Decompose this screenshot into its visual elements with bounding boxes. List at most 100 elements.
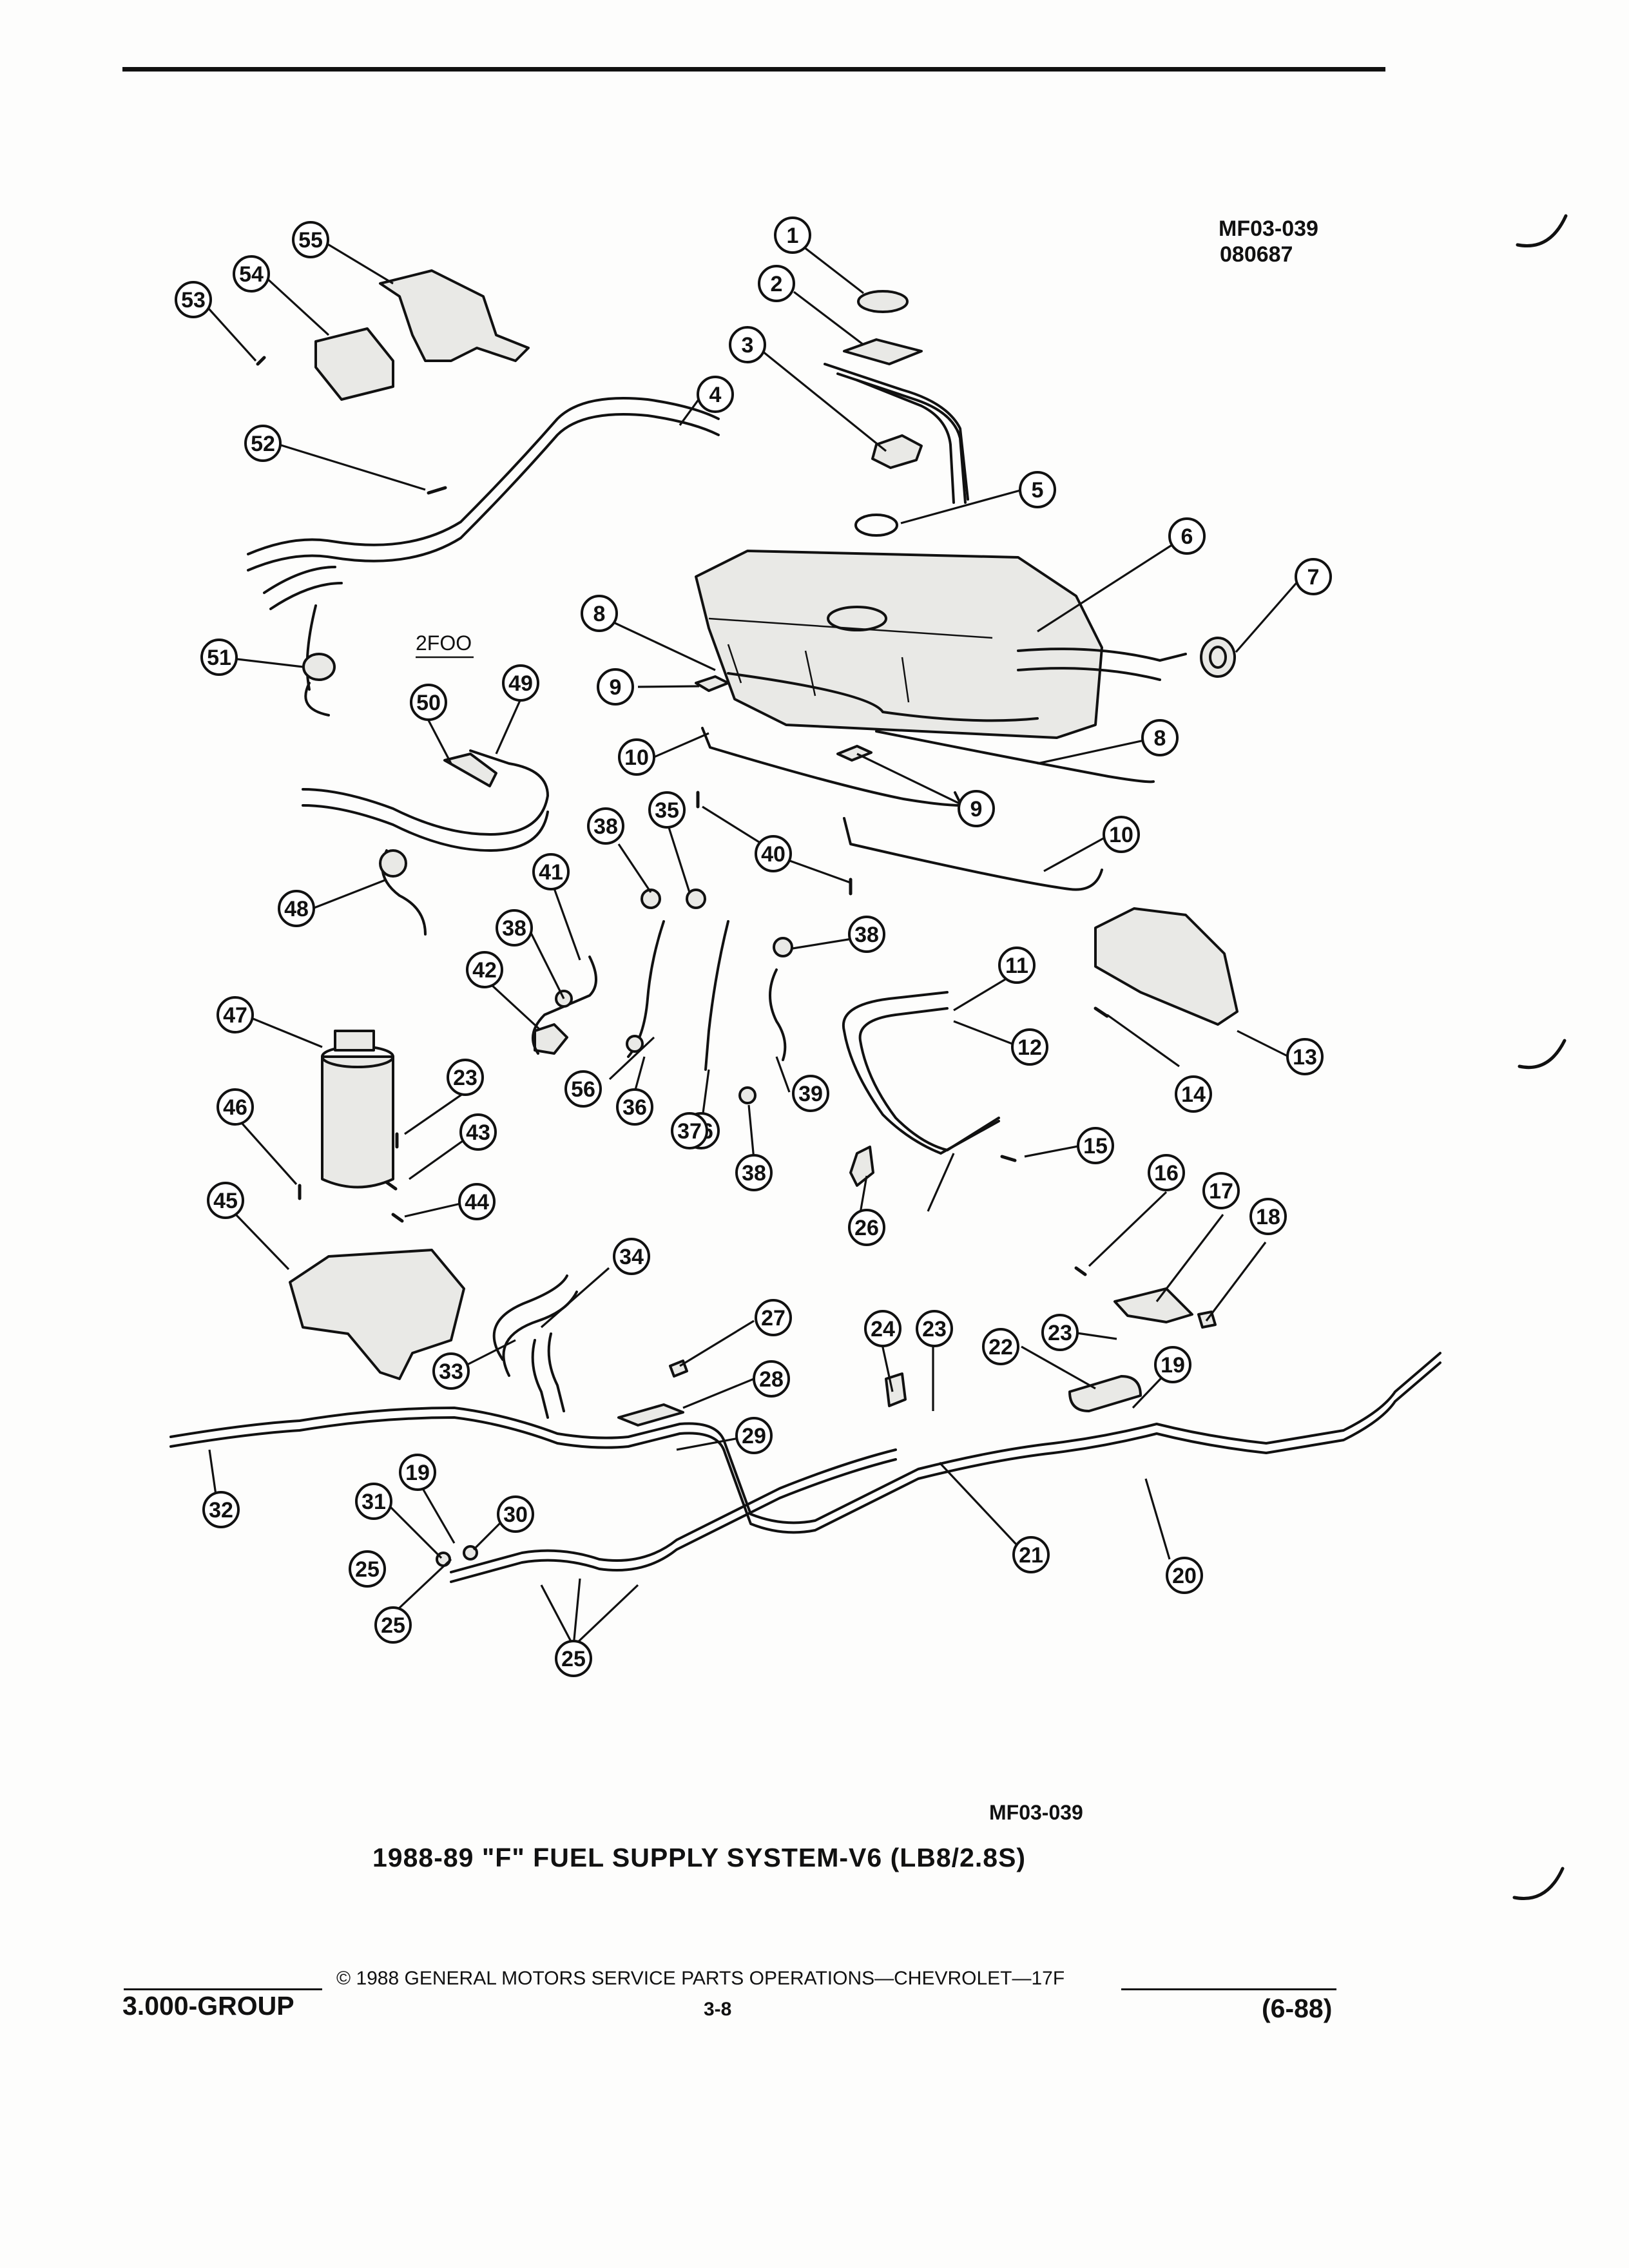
callout-circle <box>202 1491 240 1528</box>
callout-19: 19 <box>399 1454 436 1491</box>
callout-number: 44 <box>465 1190 489 1215</box>
callout-circle <box>1041 1314 1079 1351</box>
callout-23: 23 <box>447 1059 484 1096</box>
callout-circle <box>735 1417 773 1454</box>
callout-number: 16 <box>1154 1161 1179 1186</box>
part-evap-canister <box>321 1030 394 1189</box>
callout-14: 14 <box>1175 1075 1212 1113</box>
callout-circle <box>466 951 503 988</box>
callout-53: 53 <box>175 281 212 318</box>
callout-circle <box>618 738 655 776</box>
part-strap-insulator-right <box>875 730 1155 783</box>
callout-number: 1 <box>787 224 799 248</box>
callout-circle <box>758 265 795 302</box>
callout-circle <box>1011 1028 1048 1066</box>
callout-45: 45 <box>207 1182 244 1219</box>
callout-circle <box>697 376 734 413</box>
callout-circle <box>1168 517 1206 555</box>
callout-circle <box>1012 1536 1050 1573</box>
footer-revision: (6-88) <box>1262 1994 1333 2023</box>
callout-13: 13 <box>1286 1038 1324 1075</box>
part-relay-bracket <box>379 269 530 362</box>
callout-circle <box>597 668 634 706</box>
callout-circle <box>774 216 811 254</box>
callout-number: 7 <box>1307 565 1320 590</box>
callout-circle <box>755 835 792 872</box>
part-clip-43 <box>385 1180 398 1191</box>
callout-number: 19 <box>405 1461 430 1485</box>
part-bolt-14 <box>1094 1006 1109 1018</box>
callout-circle <box>616 1088 653 1126</box>
callout-circle <box>864 1310 901 1347</box>
callout-number: 48 <box>284 897 309 921</box>
callout-number: 24 <box>871 1317 895 1341</box>
part-bolt-53 <box>256 356 266 366</box>
callout-circle <box>671 1112 708 1149</box>
footer-group: 3.000-GROUP <box>122 1991 294 2021</box>
callout-number: 28 <box>759 1367 784 1392</box>
callout-circle <box>1154 1346 1191 1383</box>
callout-number: 18 <box>1256 1205 1280 1229</box>
callout-number: 25 <box>381 1613 405 1638</box>
callout-number: 8 <box>593 602 606 626</box>
callout-52: 52 <box>244 425 282 462</box>
callout-27: 27 <box>755 1299 792 1336</box>
part-bracket-9a <box>695 675 729 692</box>
part-heat-shield <box>1094 907 1239 1026</box>
callout-11: 11 <box>998 947 1036 984</box>
callout-54: 54 <box>233 255 270 293</box>
footer-rule-right <box>1121 1988 1336 1990</box>
diagram-note: 2FOO <box>416 631 472 655</box>
callout-circle <box>1175 1075 1212 1113</box>
callout-38: 38 <box>735 1154 773 1191</box>
callout-32: 32 <box>202 1491 240 1528</box>
part-filler-cap <box>1200 637 1236 678</box>
callout-number: 40 <box>761 842 786 867</box>
part-hoses-34-35 <box>492 1274 578 1419</box>
callout-number: 41 <box>539 860 563 885</box>
callout-25: 25 <box>349 1550 386 1588</box>
callout-19: 19 <box>1154 1346 1191 1383</box>
callout-number: 37 <box>677 1119 702 1144</box>
callout-number: 38 <box>854 923 879 947</box>
callout-31: 31 <box>355 1483 392 1520</box>
callout-circle <box>982 1328 1019 1365</box>
part-bolt-15 <box>1000 1155 1017 1162</box>
callout-number: 36 <box>622 1095 647 1120</box>
callout-circle <box>613 1238 650 1275</box>
part-tank-strap-lower <box>843 817 1103 891</box>
callout-8: 8 <box>1141 719 1179 756</box>
callout-circle <box>532 853 570 890</box>
callout-37: 37 <box>671 1112 708 1149</box>
callout-circle <box>998 947 1036 984</box>
callout-circle <box>447 1059 484 1096</box>
callout-circle <box>1166 1557 1203 1594</box>
callout-circle <box>502 664 539 702</box>
callout-38: 38 <box>848 916 885 953</box>
callout-number: 49 <box>508 671 533 696</box>
callout-33: 33 <box>432 1352 470 1390</box>
callout-56: 56 <box>564 1070 602 1108</box>
part-strap-insulator-left <box>727 672 1039 722</box>
part-seal-ring <box>857 290 909 313</box>
callout-circle <box>355 1483 392 1520</box>
callout-number: 50 <box>416 691 441 715</box>
callout-number: 54 <box>239 262 264 287</box>
callout-circle <box>792 1075 829 1112</box>
callout-number: 45 <box>213 1189 238 1213</box>
callout-number: 43 <box>466 1120 490 1145</box>
callout-number: 29 <box>742 1424 766 1448</box>
callout-circle <box>564 1070 602 1108</box>
part-fuel-filter <box>1068 1375 1142 1412</box>
part-o-ring <box>854 514 898 537</box>
part-bracket-28 <box>617 1403 684 1427</box>
callout-15: 15 <box>1077 1127 1114 1164</box>
callout-circle <box>200 639 238 676</box>
callout-42: 42 <box>466 951 503 988</box>
callout-circle <box>755 1299 792 1336</box>
figure-caption: 1988-89 "F" FUEL SUPPLY SYSTEM-V6 (LB8/2… <box>372 1843 1027 1872</box>
callout-25: 25 <box>555 1640 592 1677</box>
callout-number: 10 <box>1109 823 1133 847</box>
